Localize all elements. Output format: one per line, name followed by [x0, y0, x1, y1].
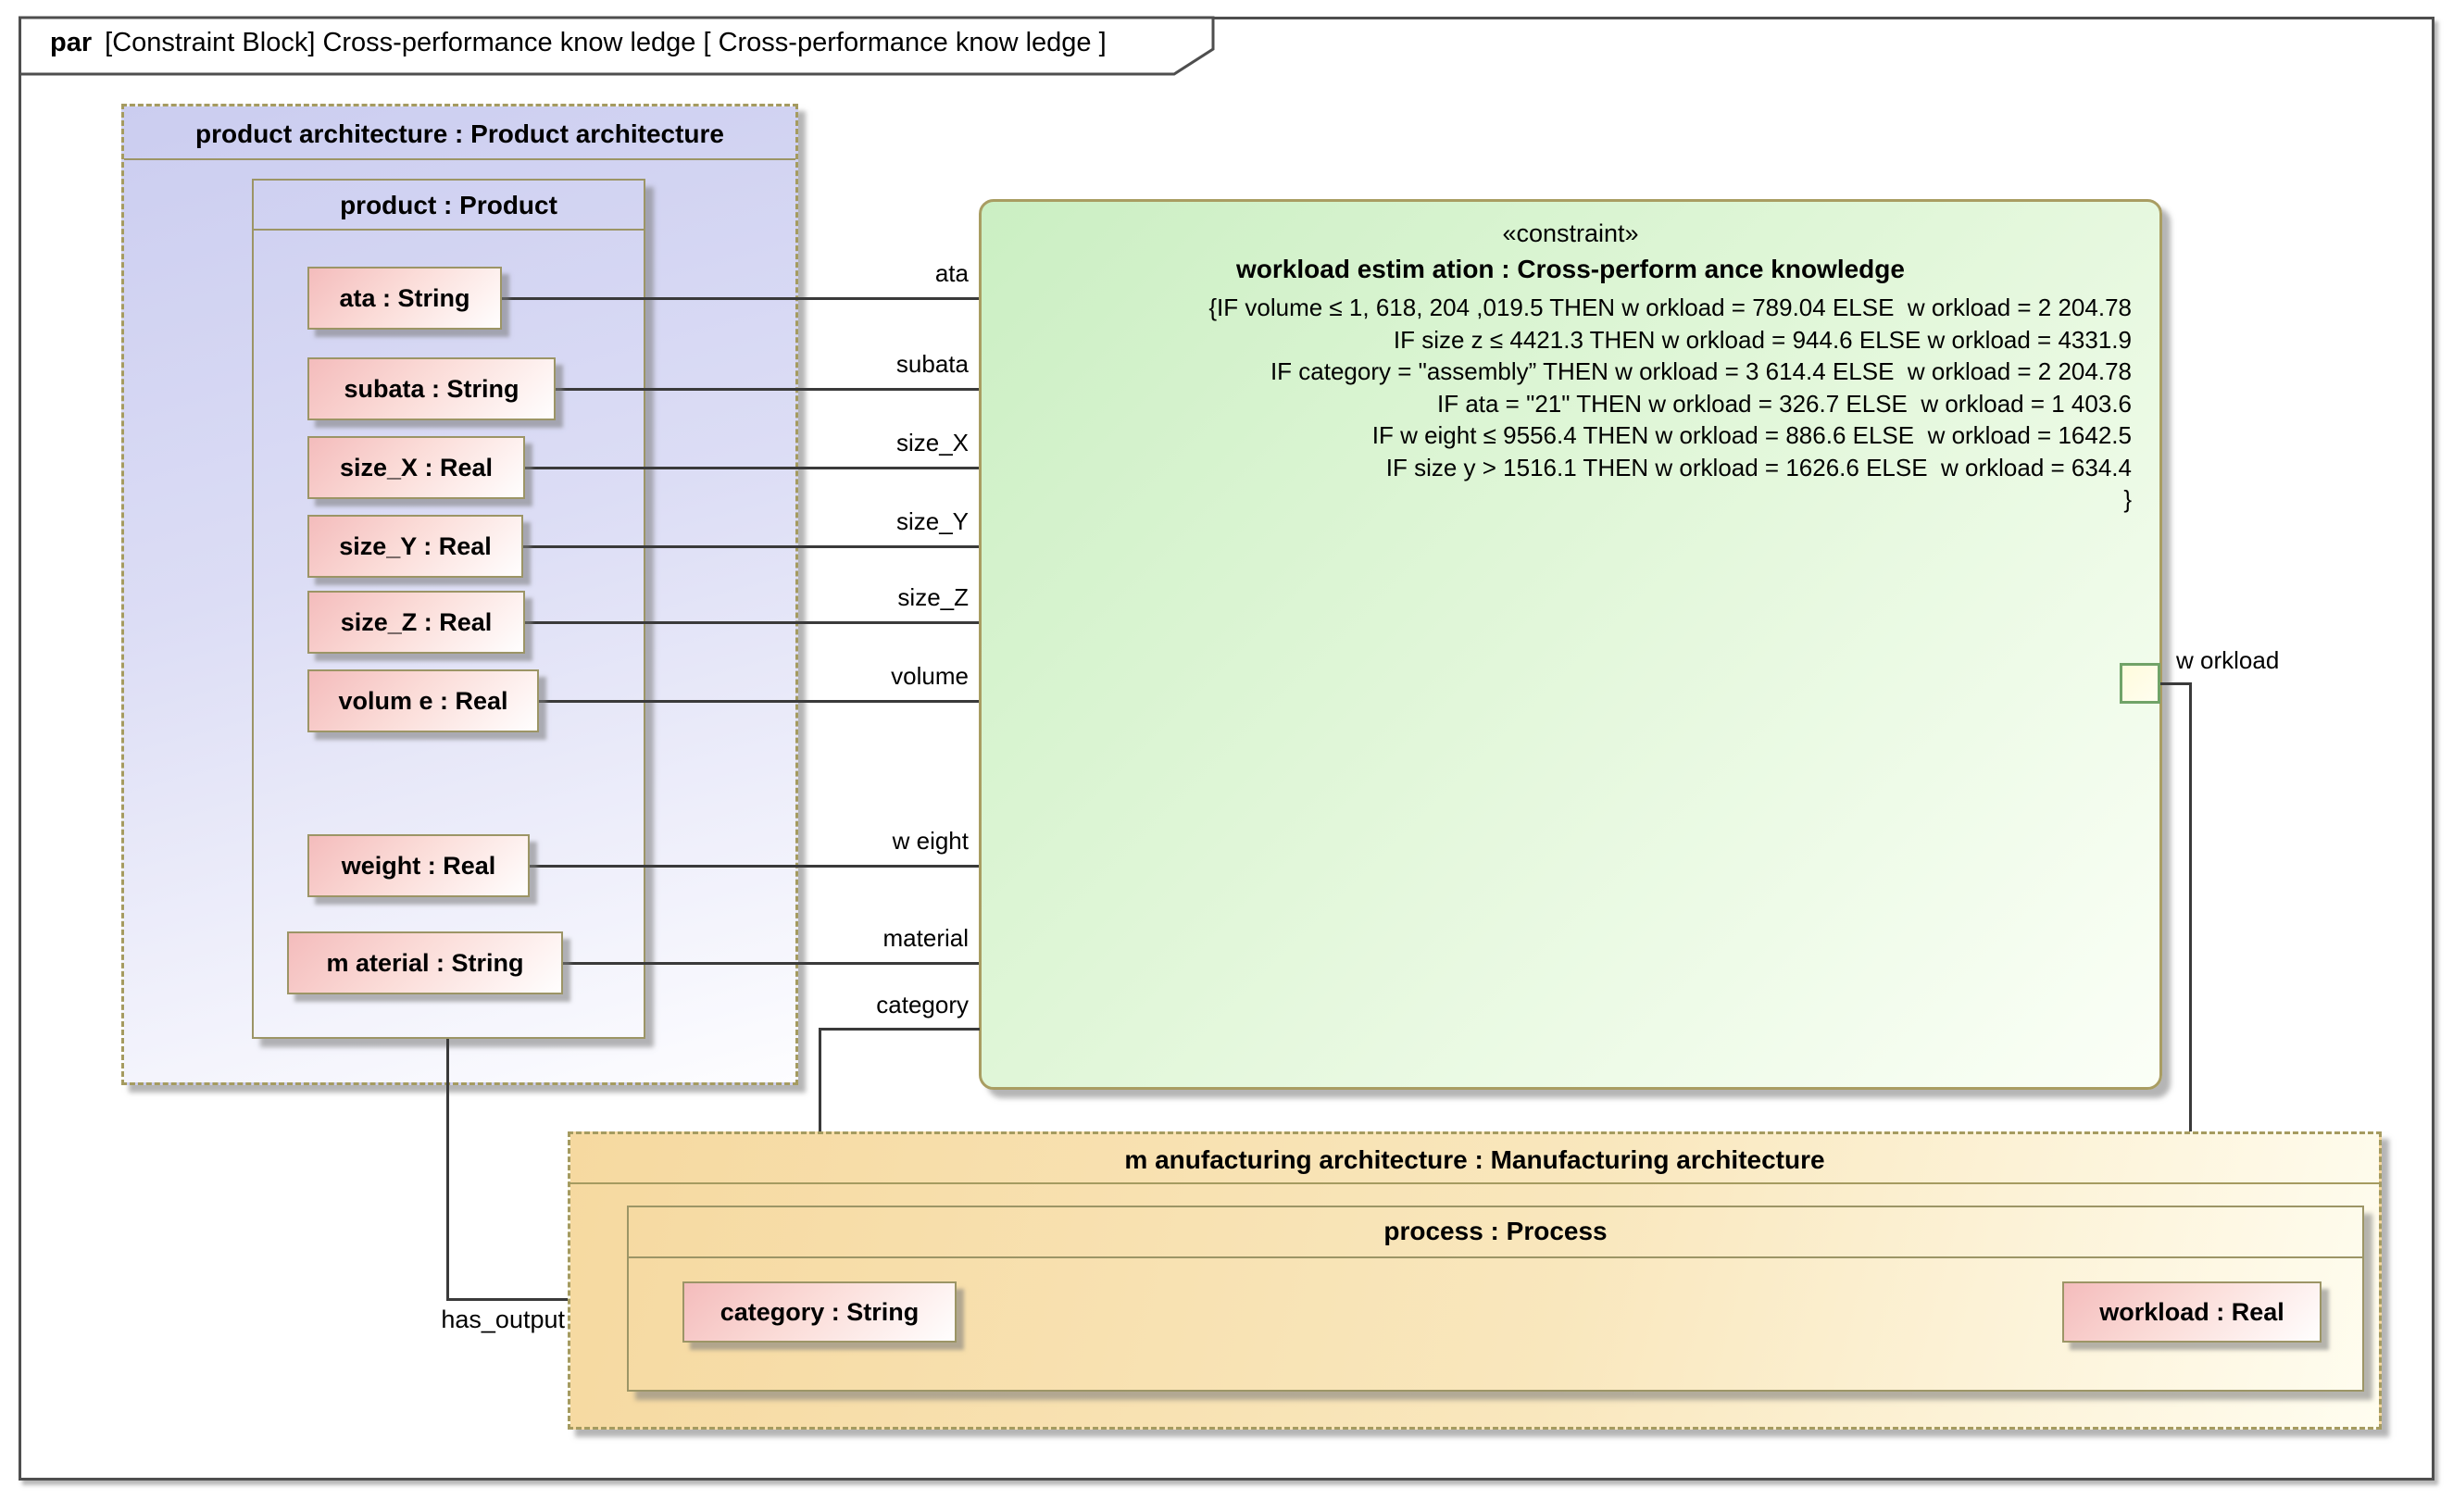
- part-box-workload-label: workload : Real: [2099, 1297, 2284, 1326]
- part-box-ata[interactable]: ata : String: [307, 267, 502, 330]
- connector-has-output-label: has_output: [441, 1306, 565, 1333]
- connector-size_Z[interactable]: [521, 621, 981, 624]
- port-material-label: material: [882, 924, 969, 952]
- connector-ata[interactable]: [498, 297, 981, 300]
- connector-has-output-vertical[interactable]: [446, 1039, 449, 1301]
- connector-has-output-horizontal[interactable]: [446, 1298, 629, 1301]
- part-box-workload[interactable]: workload : Real: [2062, 1281, 2322, 1343]
- block-manufacturing-architecture[interactable]: m anufacturing architecture : Manufactur…: [568, 1131, 2382, 1430]
- constraint-expression: {IF volume ≤ 1, 618, 204 ,019.5 THEN w o…: [1019, 292, 2132, 516]
- block-process-title: process : Process: [1383, 1217, 1608, 1245]
- port-size_X-label: size_X: [895, 429, 969, 456]
- part-box-material[interactable]: m aterial : String: [287, 931, 563, 994]
- constraint-line-3: IF category = "assembly” THEN w orkload …: [1270, 357, 2132, 385]
- constraint-stereotype: «constraint»: [1502, 219, 1639, 247]
- port-volume-label: volume: [891, 662, 969, 690]
- connector-w eight[interactable]: [526, 865, 981, 868]
- block-manufacturing-architecture-title: m anufacturing architecture : Manufactur…: [1124, 1145, 1825, 1174]
- part-box-size_X[interactable]: size_X : Real: [307, 436, 525, 499]
- connector-workload-vertical[interactable]: [2189, 682, 2192, 1283]
- block-process-separator: [629, 1256, 2362, 1258]
- block-manufacturing-architecture-separator: [570, 1182, 2379, 1184]
- block-product-separator: [254, 229, 644, 231]
- part-box-category-label: category : String: [720, 1297, 920, 1326]
- part-box-subata[interactable]: subata : String: [307, 357, 556, 420]
- part-box-size_Y[interactable]: size_Y : Real: [307, 515, 523, 578]
- connector-subata[interactable]: [552, 388, 981, 391]
- part-box-volume[interactable]: volum e : Real: [307, 669, 539, 732]
- connector-category-horizontal[interactable]: [820, 1028, 980, 1031]
- block-constraint-workload-estimation[interactable]: «constraint» workload estim ation : Cros…: [979, 199, 2162, 1090]
- connector-size_X[interactable]: [521, 467, 981, 469]
- diagram-title: par [Constraint Block] Cross-performance …: [50, 28, 1107, 58]
- port-ata-label: ata: [934, 259, 969, 287]
- constraint-line-4: IF ata = "21" THEN w orkload = 326.7 ELS…: [1436, 389, 2132, 418]
- port-workload-label: w orkload: [2176, 646, 2280, 674]
- port-workload[interactable]: [2120, 663, 2160, 704]
- diagram-kind-keyword: par: [50, 28, 93, 57]
- port-subata-label: subata: [895, 350, 969, 378]
- part-box-category[interactable]: category : String: [682, 1281, 957, 1343]
- block-product[interactable]: product : Product: [252, 179, 645, 1039]
- constraint-line-5: IF w eight ≤ 9556.4 THEN w orkload = 886…: [1371, 421, 2132, 449]
- constraint-title: workload estim ation : Cross-perform anc…: [1236, 255, 1905, 283]
- block-product-architecture-title: product architecture : Product architect…: [194, 119, 724, 148]
- connector-size_Y[interactable]: [519, 545, 981, 548]
- diagram-title-tab-shape: [19, 16, 1215, 76]
- port-size_Y-label: size_Y: [895, 507, 969, 535]
- connector-material[interactable]: [559, 962, 981, 965]
- connector-workload-horizontal[interactable]: [2160, 682, 2192, 685]
- constraint-line-7: }: [2123, 485, 2132, 513]
- part-box-size_Z[interactable]: size_Z : Real: [307, 591, 525, 654]
- diagram-title-tab: [19, 16, 1215, 76]
- port-category-label: category: [876, 991, 969, 1018]
- block-product-architecture-separator: [124, 158, 795, 160]
- constraint-line-6: IF size y > 1516.1 THEN w orkload = 1626…: [1385, 453, 2132, 481]
- port-w eight-label: w eight: [892, 827, 969, 855]
- constraint-line-2: IF size z ≤ 4421.3 THEN w orkload = 944.…: [1393, 325, 2132, 354]
- constraint-line-1: {IF volume ≤ 1, 618, 204 ,019.5 THEN w o…: [1208, 294, 2132, 321]
- diagram-title-text: [Constraint Block] Cross-performance kno…: [105, 28, 1107, 57]
- port-size_Z-label: size_Z: [897, 583, 969, 611]
- connector-volume[interactable]: [535, 700, 981, 703]
- part-box-w eight[interactable]: weight : Real: [307, 834, 530, 897]
- block-product-title: product : Product: [340, 191, 557, 219]
- block-process[interactable]: process : Process: [627, 1206, 2364, 1392]
